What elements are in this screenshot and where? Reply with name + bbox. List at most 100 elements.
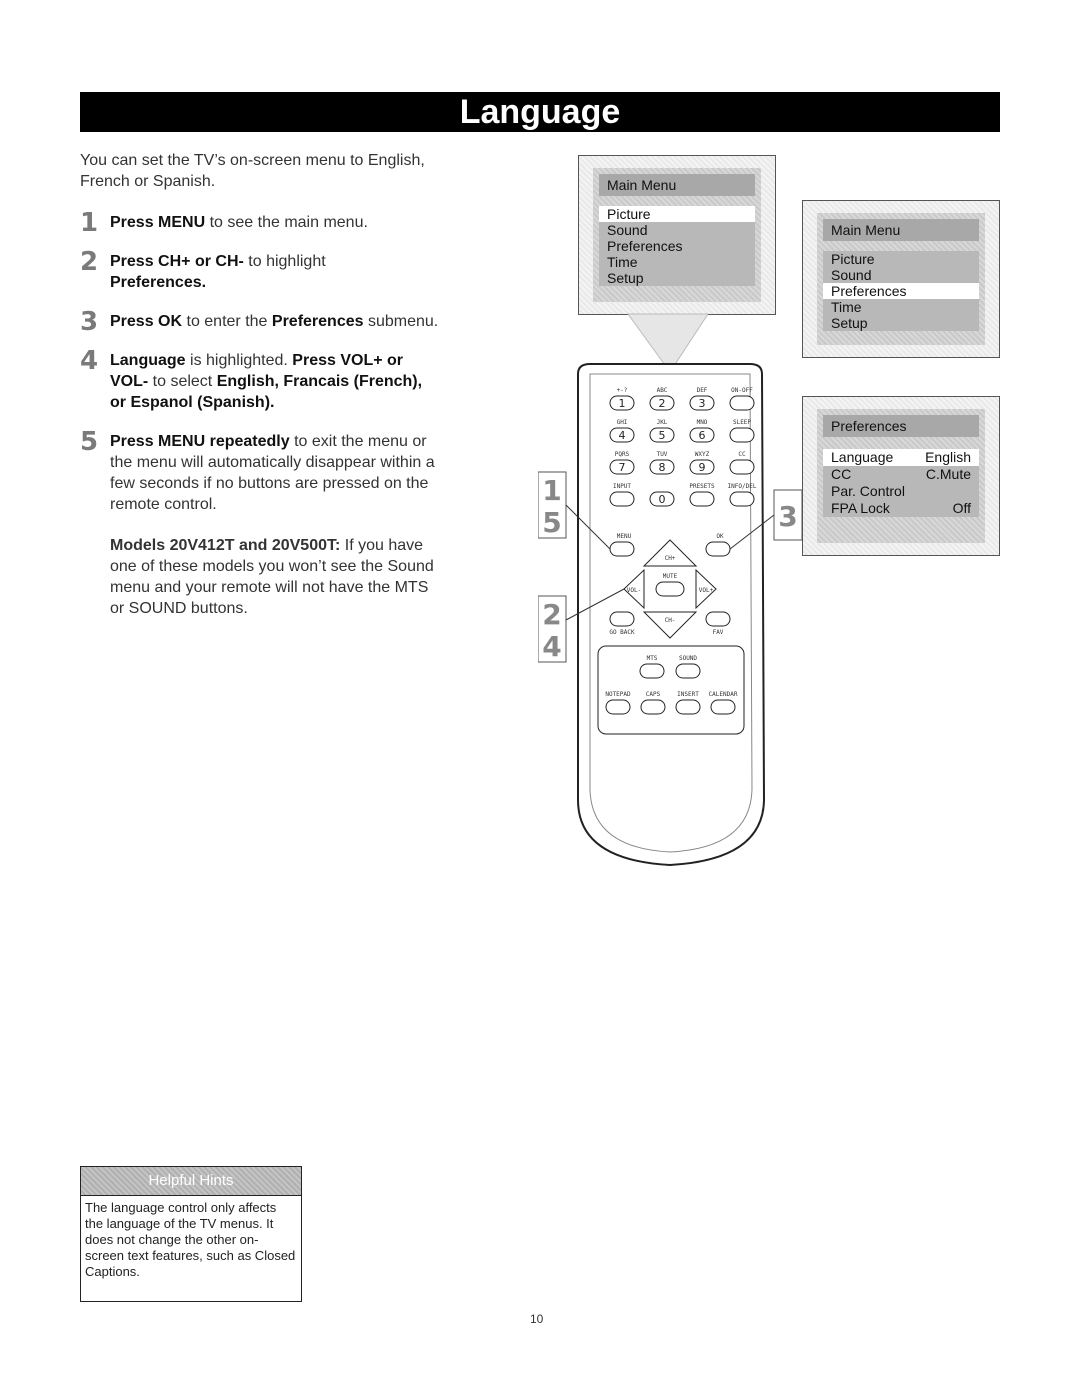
menu-item: Setup xyxy=(599,270,755,286)
ir-beam xyxy=(627,313,709,373)
pref-row: Par. Control xyxy=(823,483,979,500)
pref-label: FPA Lock xyxy=(831,500,890,516)
menu-item: Picture xyxy=(599,206,755,222)
step-5: 5 Press MENU repeatedly to exit the menu… xyxy=(80,427,440,515)
ch-down-button[interactable] xyxy=(642,611,698,639)
menu-button[interactable] xyxy=(609,541,635,557)
presets-button[interactable] xyxy=(689,491,715,507)
calendar-button[interactable] xyxy=(710,699,736,715)
key-number: 5 xyxy=(659,429,666,442)
vol-down-button[interactable] xyxy=(623,568,645,610)
menu-item: Sound xyxy=(599,222,755,238)
fav-label: FAV xyxy=(713,629,724,636)
pref-label: Par. Control xyxy=(831,483,905,499)
ch-up-label: CH+ xyxy=(665,555,676,562)
step-text: to exit the menu or the menu will automa… xyxy=(110,433,435,513)
pref-value: Off xyxy=(952,500,971,516)
menu-item: Preferences xyxy=(823,283,979,299)
menu-panel: Main Menu Picture Sound Preferences Time… xyxy=(817,213,985,345)
ok-button[interactable] xyxy=(705,541,731,557)
input-button[interactable] xyxy=(609,491,635,507)
menu-list: Picture Sound Preferences Time Setup xyxy=(599,206,755,286)
bottom-panel xyxy=(597,645,745,735)
key-label: JKL xyxy=(657,419,668,426)
step-number: 5 xyxy=(80,427,99,457)
key-number: 6 xyxy=(699,429,706,442)
key-label: GHI xyxy=(617,419,628,426)
step-1: 1 Press MENU to see the main menu. xyxy=(80,210,440,236)
callout-box-ok xyxy=(773,489,803,541)
on-off-button[interactable] xyxy=(729,395,755,411)
key-8-button[interactable] xyxy=(649,459,675,475)
fav-button[interactable] xyxy=(705,611,731,627)
go-back-button[interactable] xyxy=(609,611,635,627)
key-6-button[interactable] xyxy=(689,427,715,443)
key-7-button[interactable] xyxy=(609,459,635,475)
key-0-button[interactable] xyxy=(649,491,675,507)
cc-button[interactable] xyxy=(729,459,755,475)
notepad-label: NOTEPAD xyxy=(605,691,631,698)
caps-button[interactable] xyxy=(640,699,666,715)
ch-up-button[interactable] xyxy=(642,539,698,567)
menu-item: Preferences xyxy=(599,238,755,254)
number-pad: +-? ABC DEF ON-OFF 1 2 3 GHI JKL MNO SLE… xyxy=(609,387,757,507)
step-lead: Press OK xyxy=(110,313,183,330)
menu-item: Time xyxy=(599,254,755,270)
mts-button[interactable] xyxy=(639,663,665,679)
key-5-button[interactable] xyxy=(649,427,675,443)
key-label: +-? xyxy=(617,387,628,394)
step-tail: Press VOL+ or VOL- xyxy=(110,352,404,390)
key-label: WXYZ xyxy=(695,451,710,458)
insert-button[interactable] xyxy=(675,699,701,715)
callout-number: 1 xyxy=(542,474,561,507)
pref-label: CC xyxy=(831,466,852,482)
menu-item: Time xyxy=(823,299,979,315)
step-text: to enter the xyxy=(182,313,272,330)
step-text: to highlight xyxy=(243,253,326,270)
key-number: 9 xyxy=(699,461,706,474)
key-number: 1 xyxy=(619,397,626,410)
key-label: DEF xyxy=(697,387,708,394)
menu-title: Preferences xyxy=(823,415,979,437)
step-after: to select xyxy=(148,373,217,390)
menu-label: MENU xyxy=(617,533,632,540)
calendar-label: CALENDAR xyxy=(709,691,738,698)
step-lead: Press MENU repeatedly xyxy=(110,433,290,450)
notepad-button[interactable] xyxy=(605,699,631,715)
menu-item: Picture xyxy=(823,251,979,267)
sound-label: SOUND xyxy=(679,655,697,662)
tv-screen-main-menu: Main Menu Picture Sound Preferences Time… xyxy=(578,155,776,315)
sound-button[interactable] xyxy=(675,663,701,679)
sleep-button[interactable] xyxy=(729,427,755,443)
key-label: CC xyxy=(738,451,746,458)
info-del-button[interactable] xyxy=(729,491,755,507)
menu-title: Main Menu xyxy=(599,174,755,196)
step-lead: Language xyxy=(110,352,186,369)
vol-up-label: VOL+ xyxy=(699,587,714,594)
key-label: PRESETS xyxy=(689,483,715,490)
vol-up-button[interactable] xyxy=(695,568,717,610)
mute-button[interactable] xyxy=(655,581,685,597)
pref-label: Language xyxy=(831,449,894,465)
key-label: INFO/DEL xyxy=(728,483,757,490)
key-2-button[interactable] xyxy=(649,395,675,411)
pref-value: C.Mute xyxy=(925,466,971,482)
key-number: 4 xyxy=(619,429,626,442)
key-4-button[interactable] xyxy=(609,427,635,443)
key-label: ON-OFF xyxy=(731,387,753,394)
step-number: 3 xyxy=(80,307,99,337)
key-3-button[interactable] xyxy=(689,395,715,411)
step-text: to see the main menu. xyxy=(205,214,368,231)
mts-label: MTS xyxy=(647,655,658,662)
pref-row: FPA Lock Off xyxy=(823,500,979,517)
menu-panel: Main Menu Picture Sound Preferences Time… xyxy=(593,168,761,302)
key-label: MNO xyxy=(697,419,708,426)
key-label: INPUT xyxy=(613,483,631,490)
key-9-button[interactable] xyxy=(689,459,715,475)
menu-title: Main Menu xyxy=(823,219,979,241)
hint-body: The language control only affects the la… xyxy=(85,1200,296,1279)
key-1-button[interactable] xyxy=(609,395,635,411)
